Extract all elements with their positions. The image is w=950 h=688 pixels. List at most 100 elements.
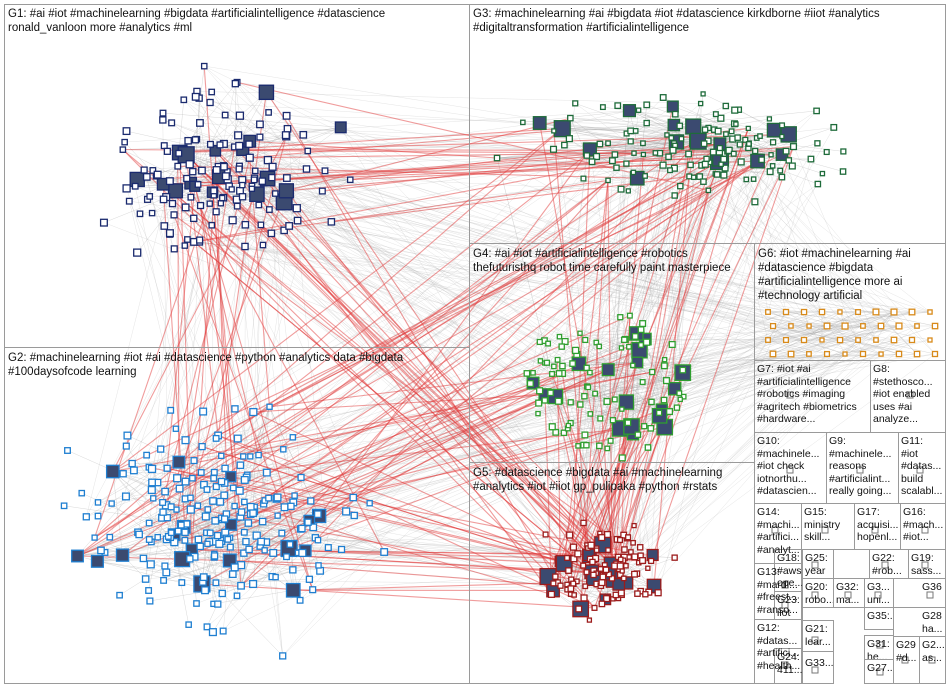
edge <box>626 325 900 584</box>
node <box>814 180 822 188</box>
node <box>278 529 286 537</box>
node <box>281 131 290 140</box>
node <box>782 336 790 344</box>
edge <box>719 153 828 327</box>
edge <box>185 154 604 546</box>
node <box>240 475 249 484</box>
node <box>586 617 593 623</box>
edge <box>620 110 630 190</box>
edge <box>584 339 859 397</box>
node <box>298 548 307 558</box>
node <box>666 408 674 416</box>
node <box>302 165 311 173</box>
node <box>242 537 250 546</box>
node <box>596 343 603 350</box>
node <box>627 127 635 135</box>
node <box>219 194 226 202</box>
edge <box>539 122 620 569</box>
node <box>713 171 721 178</box>
edge <box>672 339 823 345</box>
edge <box>267 122 540 161</box>
edge <box>214 150 620 585</box>
edge <box>624 325 918 558</box>
node <box>269 548 278 557</box>
edge <box>580 339 913 405</box>
node <box>628 549 634 555</box>
node <box>90 554 104 568</box>
node <box>199 407 208 416</box>
edge <box>217 173 716 436</box>
edge <box>562 128 631 132</box>
edge <box>139 339 931 535</box>
edge <box>781 154 844 172</box>
node <box>187 494 194 502</box>
edge <box>577 386 588 554</box>
node <box>860 323 866 329</box>
edge <box>122 149 196 187</box>
node <box>635 107 642 113</box>
edge <box>204 65 720 149</box>
node <box>559 362 566 370</box>
edge <box>231 189 639 435</box>
group-box-g3 <box>469 4 946 244</box>
node <box>660 362 668 370</box>
node <box>147 485 156 495</box>
node <box>184 236 191 243</box>
node <box>265 109 272 116</box>
edge <box>240 472 268 586</box>
node <box>786 466 794 474</box>
edge <box>613 126 694 580</box>
node <box>585 384 592 391</box>
node <box>926 591 934 599</box>
edge <box>149 585 242 602</box>
node <box>530 369 536 376</box>
edge <box>234 146 634 543</box>
node <box>678 135 685 142</box>
node <box>590 571 597 579</box>
node <box>574 550 582 558</box>
edge <box>286 115 558 584</box>
edge <box>263 172 634 505</box>
edge <box>862 311 895 327</box>
node <box>769 350 777 358</box>
edge <box>555 576 606 600</box>
node <box>589 558 596 566</box>
node <box>547 590 556 598</box>
node <box>700 91 706 97</box>
node <box>149 167 157 174</box>
edge <box>167 339 841 469</box>
node <box>901 656 909 664</box>
node <box>221 464 229 473</box>
node <box>184 136 192 145</box>
edge <box>611 311 787 579</box>
node <box>273 493 282 502</box>
node <box>287 502 295 511</box>
node <box>644 444 652 451</box>
node <box>873 337 879 343</box>
edge <box>112 371 653 473</box>
node <box>555 370 563 377</box>
edge <box>266 92 828 355</box>
node <box>214 600 222 608</box>
node <box>520 119 526 126</box>
edge <box>174 362 546 543</box>
edge <box>152 170 268 179</box>
node <box>720 171 728 179</box>
edge <box>271 179 351 234</box>
node <box>677 396 683 403</box>
node <box>581 431 589 439</box>
edge <box>230 372 563 526</box>
edge <box>772 311 859 355</box>
edge <box>703 181 864 327</box>
node <box>249 407 258 417</box>
node <box>659 161 667 169</box>
node <box>669 146 677 154</box>
node <box>291 492 298 499</box>
edge <box>162 184 186 527</box>
node <box>751 198 759 206</box>
node <box>837 309 843 315</box>
node <box>700 178 707 185</box>
edge <box>312 582 558 591</box>
edge <box>307 138 733 152</box>
